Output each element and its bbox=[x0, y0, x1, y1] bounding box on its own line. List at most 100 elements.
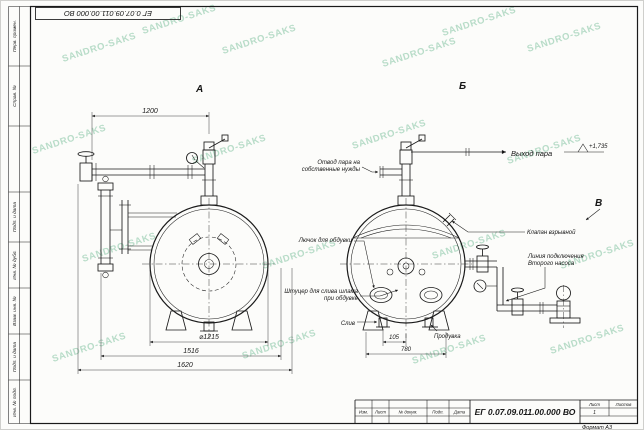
margin-label: Инв. № дубл. bbox=[12, 250, 18, 280]
pressure-gauge-b bbox=[473, 279, 497, 293]
sheets-label: Листов bbox=[615, 402, 632, 407]
dim-1620-value: 1620 bbox=[177, 362, 193, 369]
label-blowdown: Продувка bbox=[430, 324, 461, 340]
col-data: Дата bbox=[453, 410, 466, 415]
watermark-text: SANDRO-SAKS bbox=[241, 327, 318, 361]
steam-nozzle-b bbox=[397, 164, 415, 206]
view-b-label: Б bbox=[459, 81, 466, 92]
sludge-text-2: при обдувке bbox=[324, 296, 359, 302]
pump-line-text-1: Линия подключения bbox=[527, 254, 584, 260]
watermark-layer: SANDRO-SAKS SANDRO-SAKS SANDRO-SAKS SAND… bbox=[31, 2, 636, 366]
watermark-text: SANDRO-SAKS bbox=[221, 22, 298, 56]
blowdown-text: Продувка bbox=[434, 334, 461, 340]
frame-border bbox=[29, 5, 639, 425]
label-explosion-valve: Клапан взрывной bbox=[451, 220, 576, 236]
col-doc: № докум. bbox=[399, 410, 418, 415]
view-v-label: В bbox=[595, 198, 602, 209]
supports-a bbox=[165, 310, 253, 331]
watermark-text: SANDRO-SAKS bbox=[81, 230, 158, 264]
watermark-text: SANDRO-SAKS bbox=[441, 4, 518, 38]
steam-tap-branch bbox=[379, 166, 402, 178]
sludge-text-1: Штуцер для слива шлама bbox=[284, 289, 358, 295]
top-inverted-stamp: ЕГ 0.07.09.011.00.000 ВО bbox=[35, 7, 181, 20]
label-drain: Слив bbox=[341, 320, 377, 327]
inverted-drawing-code: ЕГ 0.07.09.011.00.000 ВО bbox=[64, 9, 152, 18]
view-a-centerlines bbox=[142, 198, 276, 338]
annotations: Выход пара Отвод пара на собственные нуж… bbox=[284, 149, 584, 340]
safety-valve-a bbox=[202, 134, 229, 165]
steam-tap-text-1: Отвод пара на bbox=[317, 160, 360, 166]
hatch-text: Лючок для обдувки bbox=[298, 238, 353, 244]
dim-1516-value: 1516 bbox=[183, 348, 199, 355]
manhole bbox=[181, 233, 237, 292]
pressure-gauge-a bbox=[186, 152, 205, 169]
watermark-text: SANDRO-SAKS bbox=[526, 20, 603, 54]
format-label: Формат А3 bbox=[582, 425, 613, 430]
watermark-text: SANDRO-SAKS bbox=[51, 330, 128, 364]
watermark-text: SANDRO-SAKS bbox=[31, 122, 108, 156]
label-pump-line: Линия подключения Второго насоса bbox=[505, 254, 584, 302]
view-a-label: А bbox=[195, 84, 203, 95]
drawing-code: ЕГ 0.07.09.011.00.000 ВО bbox=[475, 407, 576, 417]
explosion-valve-text: Клапан взрывной bbox=[527, 229, 576, 236]
steam-outlet-line bbox=[411, 148, 506, 156]
margin-label: Подп. и дата bbox=[12, 202, 18, 232]
col-podp: Подп. bbox=[432, 410, 443, 415]
view-a: А bbox=[77, 84, 276, 338]
sheet-label: Лист bbox=[588, 402, 600, 407]
dim-diameter-value: ⌀1215 bbox=[199, 334, 219, 341]
blowdown-fitting-b bbox=[422, 317, 438, 328]
pump-line-text-2: Второго насоса bbox=[528, 261, 575, 267]
view-b: Б bbox=[340, 81, 608, 338]
drain-fitting-b bbox=[376, 317, 390, 328]
steam-nozzle-a bbox=[200, 164, 218, 206]
feed-pump bbox=[549, 285, 581, 328]
dim-1200-value: 1200 bbox=[142, 108, 158, 115]
label-steam-tap: Отвод пара на собственные нужды bbox=[302, 160, 378, 174]
steam-pipe-a bbox=[92, 165, 205, 179]
steam-outlet-text: Выход пара bbox=[511, 149, 552, 158]
watermark-text: SANDRO-SAKS bbox=[351, 117, 428, 151]
col-list: Лист bbox=[374, 410, 386, 415]
dim-1200: 1200 bbox=[91, 108, 210, 160]
col-izm: Изм. bbox=[359, 410, 368, 415]
dim-105: 105 bbox=[382, 329, 407, 346]
safety-valve-b bbox=[399, 134, 426, 165]
steam-tap-text-2: собственные нужды bbox=[302, 167, 361, 173]
feed-pipework bbox=[465, 244, 557, 316]
dim-diameter: ⌀1215 bbox=[149, 270, 269, 346]
vessel-internals-b bbox=[352, 224, 460, 303]
view-b-centerlines bbox=[340, 198, 472, 338]
margin-label: Перв. примен. bbox=[12, 20, 18, 52]
margin-label: Подп. и дата bbox=[12, 342, 18, 372]
margin-label: Инв. № подл. bbox=[12, 387, 18, 417]
watermark-text: SANDRO-SAKS bbox=[431, 227, 508, 261]
elevation-mark: +1,735 bbox=[564, 143, 608, 153]
dim-780-value: 780 bbox=[401, 347, 412, 353]
watermark-text: SANDRO-SAKS bbox=[191, 132, 268, 166]
margin-label: Взам. инв. № bbox=[12, 296, 18, 326]
drain-text: Слив bbox=[341, 321, 355, 327]
watermark-text: SANDRO-SAKS bbox=[381, 35, 458, 69]
watermark-text: SANDRO-SAKS bbox=[549, 322, 626, 356]
vessel-shell-b bbox=[346, 204, 466, 324]
dim-1620: 1620 bbox=[77, 184, 293, 374]
label-steam-outlet: Выход пара bbox=[511, 149, 552, 158]
watermark-text: SANDRO-SAKS bbox=[61, 30, 138, 64]
label-hatch: Лючок для обдувки bbox=[298, 238, 375, 289]
dim-780: 780 bbox=[365, 332, 447, 358]
drain-fitting-a bbox=[200, 321, 218, 332]
water-level-gauge bbox=[97, 175, 177, 279]
dim-1516: 1516 bbox=[100, 268, 282, 360]
dim-105-value: 105 bbox=[389, 335, 400, 341]
sheet-value: 1 bbox=[593, 410, 596, 416]
isolation-valve-a bbox=[77, 151, 97, 182]
dimensions: 1200 ⌀1215 1516 1620 105 bbox=[77, 108, 447, 374]
explosion-valve-stub bbox=[442, 212, 457, 227]
margin-label: Справ. № bbox=[12, 85, 18, 107]
title-block: Изм. Лист № докум. Подп. Дата ЕГ 0.07.09… bbox=[354, 399, 638, 430]
